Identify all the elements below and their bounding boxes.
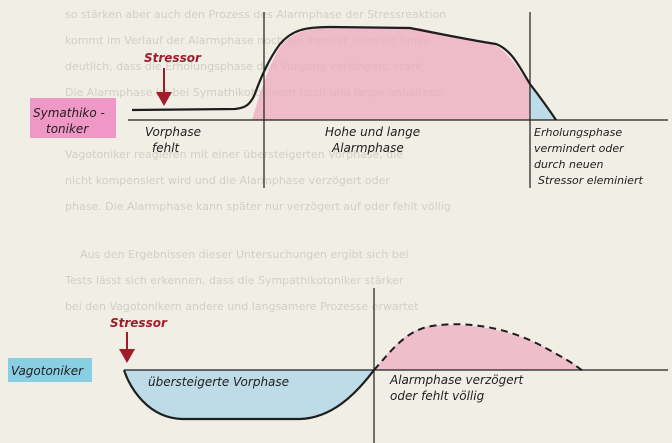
phase-label-line: oder fehlt völlig [390,389,485,403]
bg-line: nicht kompensiert wird und die Alarmphas… [65,174,390,187]
phase-label-line: durch neuen [534,158,603,171]
phase-label-line: Hohe und lange [325,125,420,139]
top-panel: Stressor Symathiko - toniker Vorphase fe… [30,12,668,188]
stressor-label: Stressor [144,51,202,65]
phase-label-line: Erholungsphase [534,126,622,139]
stressor-arrow-icon [119,349,135,363]
stressor-arrow-icon [156,92,172,106]
phase-label-line: Alarmphase [331,141,404,155]
bg-line: Tests lässt sich erkennen, dass die Symp… [64,274,404,287]
vagotonic-curve [122,369,375,421]
bg-line: bei den Vagotonikern andere und langsame… [65,300,419,313]
type-label-line: Vagotoniker [11,364,84,378]
bg-line: Aus den Ergebnissen dieser Untersuchunge… [80,248,409,261]
phase-label-line: Stressor eleminiert [538,174,643,187]
delayed-alarm-fill [374,324,584,370]
phase-label-line: fehlt [152,141,181,155]
type-label-line: Symathiko - [33,106,105,120]
delayed-alarm-curve [373,323,585,373]
phase-label-line: vermindert oder [534,142,625,155]
exaggerated-prephase-fill [124,370,374,418]
bottom-panel: Stressor Vagotoniker übersteigerte Vorph… [8,288,668,443]
type-label-box [30,98,116,138]
phase-label-line: Alarmphase verzögert [389,373,525,387]
stressor-label: Stressor [110,316,168,330]
type-label-box [8,358,92,382]
bg-line: phase. Die Alarmphase kann später nur ve… [65,200,451,213]
type-label-line: toniker [46,122,89,136]
phase-label-line: übersteigerte Vorphase [148,375,289,389]
bg-line: so stärken aber auch den Prozess des Ala… [65,8,446,21]
phase-label-line: Vorphase [145,125,201,139]
alarm-phase-fill [252,28,530,120]
bg-line: Vagotoniker reagieren mit einer überstei… [65,148,403,161]
